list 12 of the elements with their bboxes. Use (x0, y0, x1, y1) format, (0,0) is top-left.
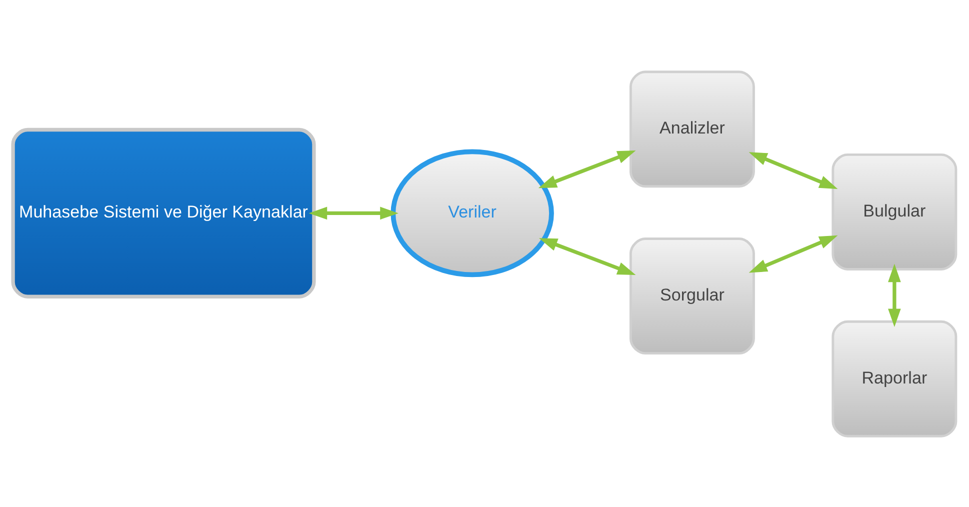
arrow (308, 206, 398, 220)
arrow (538, 150, 636, 188)
node-box: Analizler (629, 70, 755, 188)
arrow (538, 238, 636, 274)
node-box: Sorgular (629, 237, 755, 354)
node-box: Raporlar (832, 320, 958, 437)
arrow (888, 263, 901, 327)
node-box: Muhasebe Sistemi ve Diğer Kaynaklar (11, 127, 316, 298)
node-box: Bulgular (832, 153, 958, 270)
node-ellipse: Veriler (390, 148, 554, 277)
arrow (748, 234, 838, 272)
arrow (748, 152, 838, 188)
